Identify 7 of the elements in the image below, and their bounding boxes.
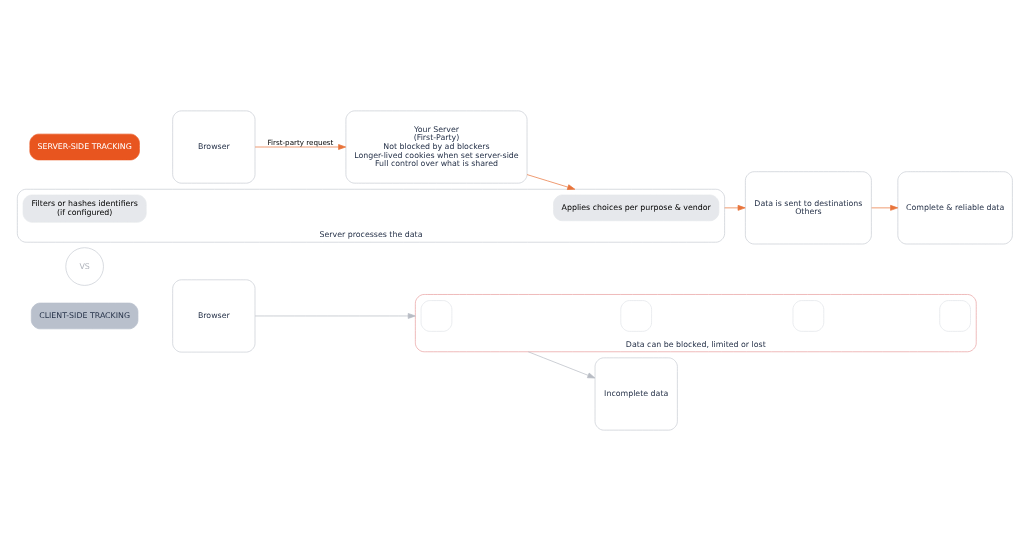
arrow xyxy=(526,174,576,190)
arrow xyxy=(724,205,746,211)
arrow xyxy=(871,205,899,211)
arrow xyxy=(254,313,416,319)
arrow xyxy=(254,144,347,150)
arrow xyxy=(527,351,596,379)
edge-label: First-party request xyxy=(267,137,334,147)
